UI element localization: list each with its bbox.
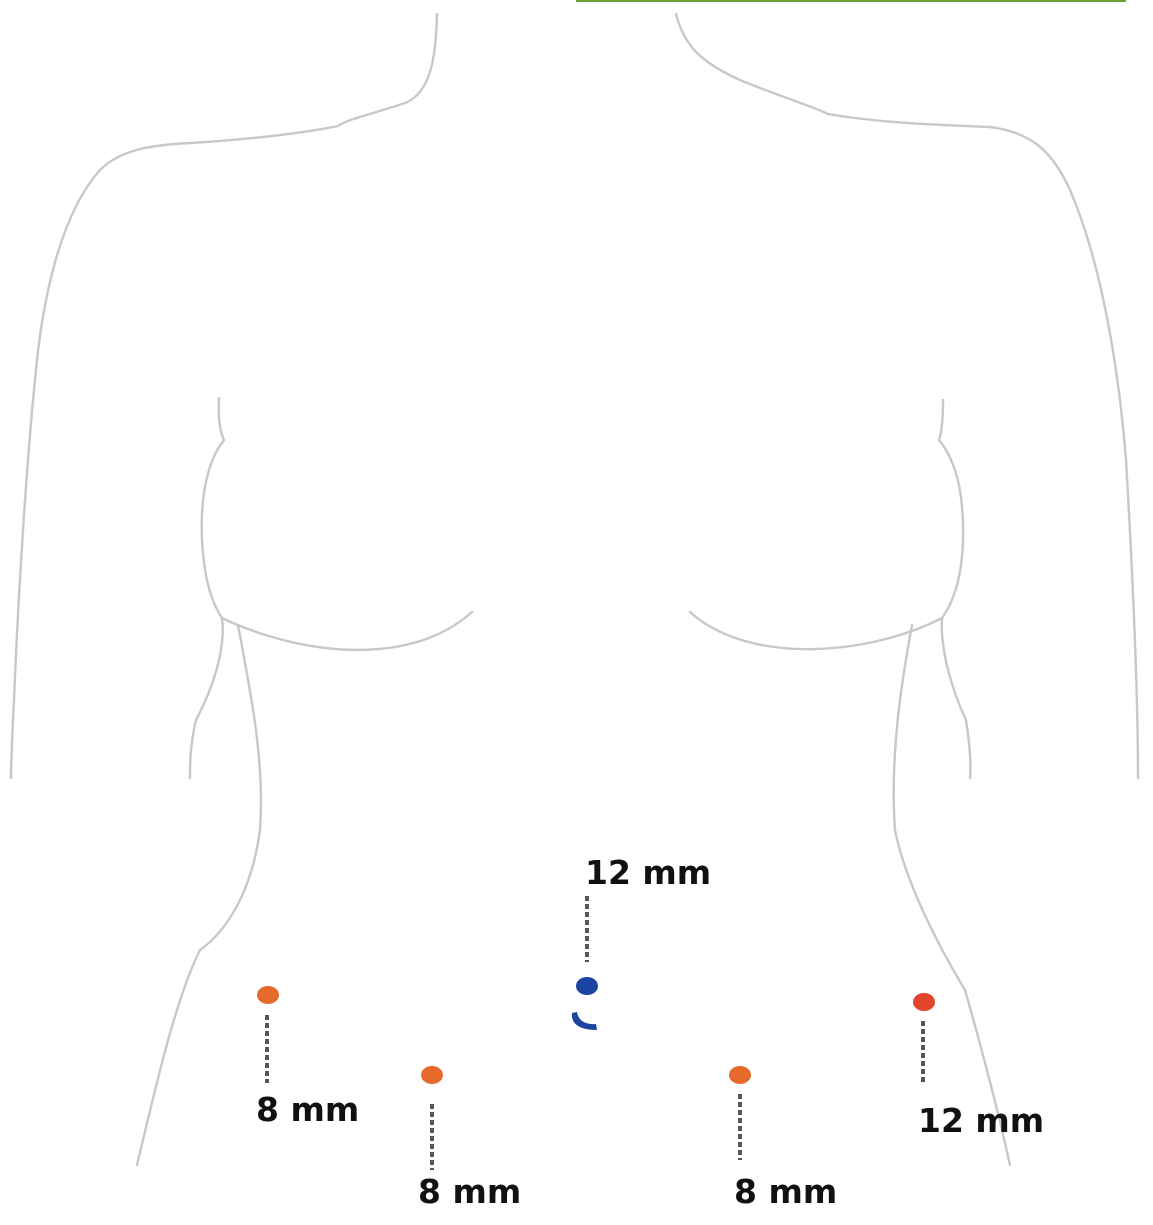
port-labels: 12 mm 8 mm 8 mm 8 mm 12 mm bbox=[256, 853, 1044, 1211]
port-marker-left-medial bbox=[729, 1066, 751, 1084]
port-label-right-medial: 8 mm bbox=[418, 1172, 521, 1211]
waist-left-outline bbox=[137, 625, 261, 1165]
breast-right-outline bbox=[690, 612, 942, 649]
neck-left-outline bbox=[338, 14, 437, 126]
port-label-camera: 12 mm bbox=[585, 853, 711, 892]
leader-lines bbox=[267, 896, 923, 1170]
waist-right-outline bbox=[894, 625, 1010, 1165]
port-marker-assistant bbox=[913, 993, 935, 1011]
umbilicus-icon bbox=[572, 1012, 597, 1030]
port-label-left-medial: 8 mm bbox=[734, 1172, 837, 1211]
port-markers bbox=[257, 977, 935, 1084]
port-marker-right-lateral bbox=[257, 986, 279, 1004]
port-marker-camera bbox=[576, 977, 598, 995]
neck-right-outline bbox=[676, 14, 828, 114]
breast-left-outline bbox=[222, 612, 472, 650]
torso-outline bbox=[11, 14, 1138, 1165]
left-flank-outline bbox=[190, 398, 224, 778]
shoulder-right-outline bbox=[828, 114, 1138, 778]
port-label-right-lateral: 8 mm bbox=[256, 1090, 359, 1129]
port-label-assistant: 12 mm bbox=[918, 1101, 1044, 1140]
port-marker-right-medial bbox=[421, 1066, 443, 1084]
shoulder-left-outline bbox=[11, 126, 338, 778]
right-flank-outline bbox=[939, 400, 970, 778]
